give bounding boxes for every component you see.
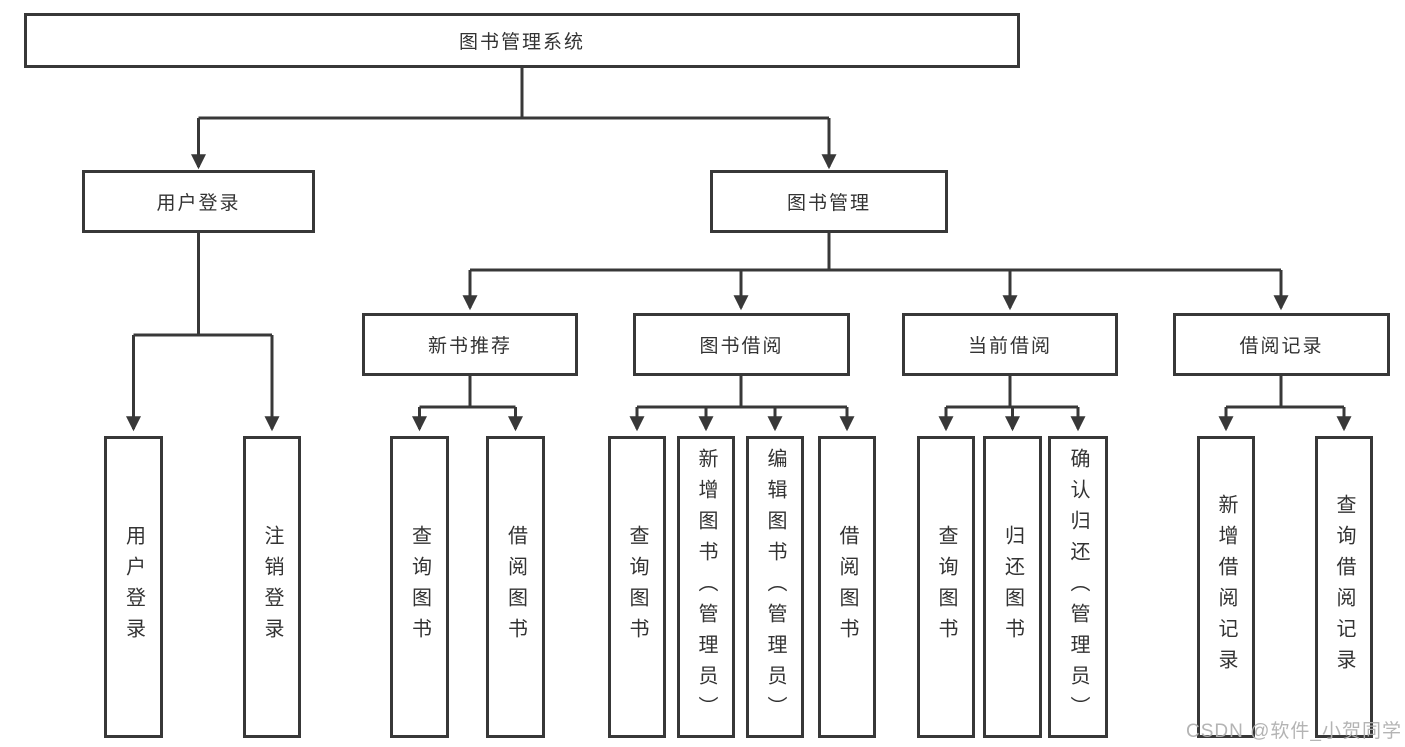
node-root-label: 图书管理系统	[458, 32, 585, 53]
leaf-add-borrow-record-label: 新增借阅记录	[1215, 494, 1237, 680]
node-new-book-recommend: 新书推荐	[362, 313, 578, 376]
leaf-query-book-1-label: 查询图书	[408, 525, 431, 649]
leaf-user-login-label: 用户登录	[122, 525, 145, 649]
node-new-book-recommend-label: 新书推荐	[427, 336, 512, 357]
leaf-return-book: 归还图书	[983, 436, 1042, 738]
leaf-query-book-3-label: 查询图书	[935, 525, 957, 649]
node-user-login: 用户登录	[82, 170, 315, 233]
leaf-add-borrow-record: 新增借阅记录	[1197, 436, 1255, 738]
node-current-borrow: 当前借阅	[902, 313, 1118, 376]
node-root: 图书管理系统	[24, 13, 1020, 68]
connector-rails	[133, 68, 1344, 409]
leaf-query-book-3: 查询图书	[917, 436, 975, 738]
leaf-return-book-label: 归还图书	[1001, 525, 1024, 649]
leaf-borrow-book-1: 借阅图书	[486, 436, 545, 738]
leaf-borrow-book-1-label: 借阅图书	[504, 525, 527, 649]
leaf-user-login: 用户登录	[104, 436, 163, 738]
node-book-management: 图书管理	[710, 170, 948, 233]
leaf-logout: 注销登录	[243, 436, 301, 738]
node-book-borrow: 图书借阅	[633, 313, 850, 376]
leaf-query-book-2: 查询图书	[608, 436, 666, 738]
node-current-borrow-label: 当前借阅	[967, 336, 1052, 357]
node-book-management-label: 图书管理	[786, 193, 871, 214]
leaf-borrow-book-2-label: 借阅图书	[836, 525, 858, 649]
node-borrow-records-label: 借阅记录	[1239, 336, 1324, 357]
node-book-borrow-label: 图书借阅	[699, 336, 784, 357]
leaf-edit-book-admin: 编辑图书（管理员）	[746, 436, 804, 738]
leaf-edit-book-admin-label: 编辑图书（管理员）	[764, 447, 786, 727]
leaf-query-borrow-record: 查询借阅记录	[1315, 436, 1373, 738]
connector-arrows	[126, 118, 1352, 432]
leaf-query-book-1: 查询图书	[390, 436, 449, 738]
node-user-login-label: 用户登录	[156, 193, 241, 214]
leaf-add-book-admin-label: 新增图书（管理员）	[695, 447, 717, 727]
leaf-query-borrow-record-label: 查询借阅记录	[1333, 494, 1355, 680]
leaf-confirm-return-admin: 确认归还（管理员）	[1048, 436, 1108, 738]
watermark: CSDN @软件_小贺同学	[1186, 721, 1402, 742]
leaf-confirm-return-admin-label: 确认归还（管理员）	[1067, 447, 1089, 727]
leaf-logout-label: 注销登录	[261, 525, 283, 649]
leaf-borrow-book-2: 借阅图书	[818, 436, 876, 738]
leaf-add-book-admin: 新增图书（管理员）	[677, 436, 735, 738]
node-borrow-records: 借阅记录	[1173, 313, 1390, 376]
leaf-query-book-2-label: 查询图书	[626, 525, 648, 649]
